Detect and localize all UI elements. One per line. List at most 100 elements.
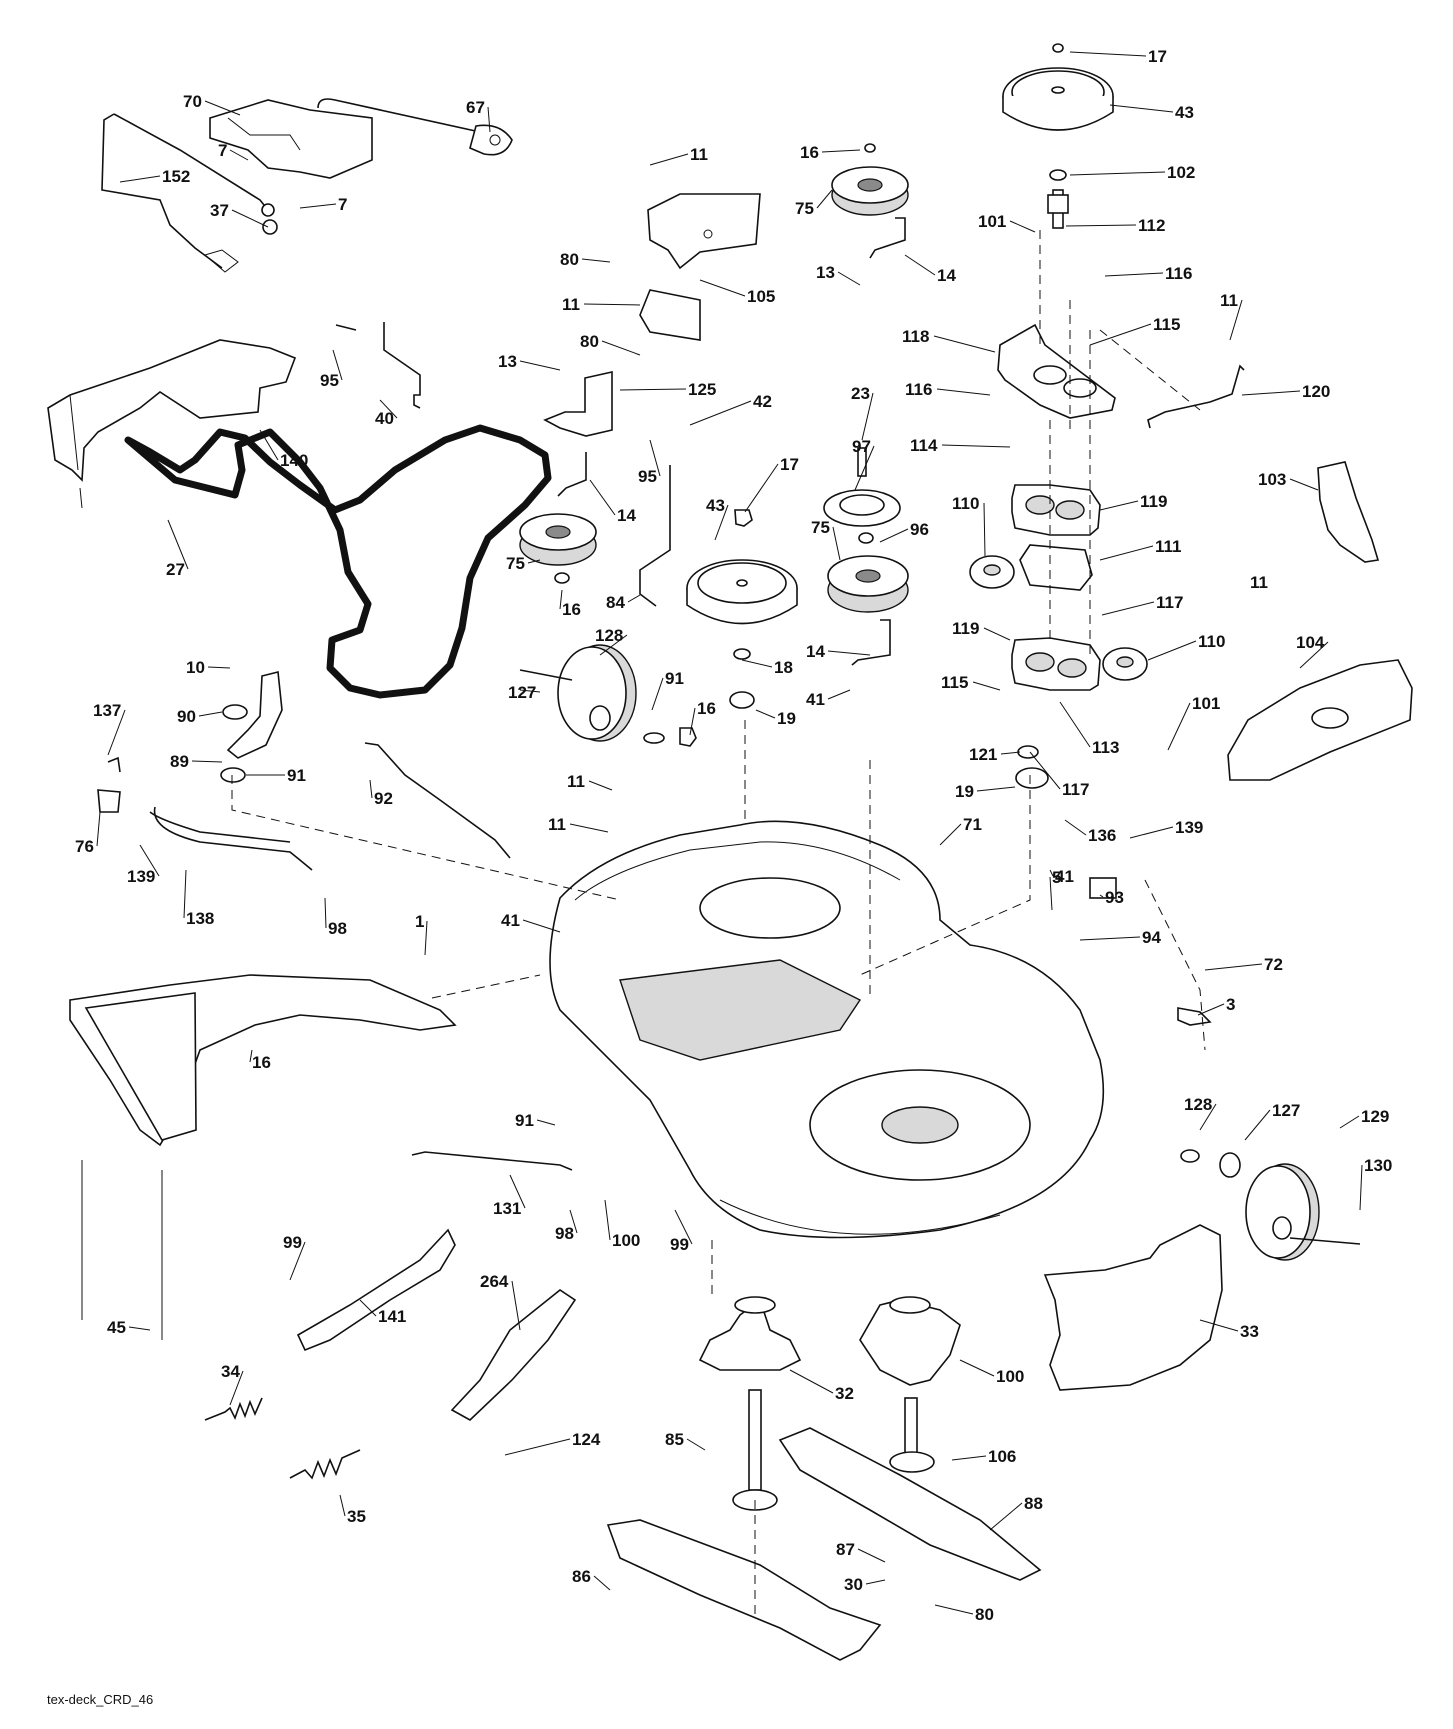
callout-number: 7 bbox=[218, 141, 227, 160]
callout-leader bbox=[96, 811, 101, 847]
callout-leader bbox=[1009, 220, 1036, 233]
arm-99-b bbox=[450, 1289, 577, 1421]
callout-112: 112 bbox=[1065, 216, 1165, 235]
callout-leader bbox=[1089, 323, 1152, 346]
callout-number: 128 bbox=[1184, 1095, 1212, 1114]
callout-11: 11 bbox=[1250, 573, 1268, 592]
callout-33: 33 bbox=[1199, 1319, 1259, 1341]
callout-141: 141 bbox=[359, 1299, 406, 1326]
callout-number: 86 bbox=[572, 1567, 591, 1586]
callout-number: 90 bbox=[177, 707, 196, 726]
callout-number: 87 bbox=[836, 1540, 855, 1559]
pulley-43-middle bbox=[686, 509, 798, 709]
callout-number: 138 bbox=[186, 909, 214, 928]
callout-number: 104 bbox=[1296, 633, 1325, 652]
callout-leader bbox=[204, 100, 241, 116]
callout-leader bbox=[755, 709, 776, 719]
callout-17: 17 bbox=[1069, 47, 1167, 66]
callout-number: 120 bbox=[1302, 382, 1330, 401]
callout-leader bbox=[128, 1326, 151, 1331]
callout-37: 37 bbox=[210, 201, 269, 228]
callout-number: 139 bbox=[127, 867, 155, 886]
callout-number: 116 bbox=[1165, 264, 1192, 283]
callout-number: 100 bbox=[996, 1367, 1024, 1386]
callout-leader bbox=[1099, 545, 1154, 561]
gear-110-right bbox=[1102, 647, 1148, 681]
callout-130: 130 bbox=[1359, 1156, 1392, 1211]
callout-138: 138 bbox=[183, 869, 214, 928]
callout-13: 13 bbox=[498, 352, 561, 371]
callout-number: 131 bbox=[493, 1199, 521, 1218]
callout-number: 110 bbox=[952, 494, 979, 513]
callout-number: 102 bbox=[1167, 163, 1195, 182]
callout-leader bbox=[527, 559, 541, 564]
callout-number: 111 bbox=[1155, 537, 1182, 556]
callout-number: 91 bbox=[665, 669, 684, 688]
callout-11: 11 bbox=[562, 295, 641, 314]
callout-number: 89 bbox=[170, 752, 189, 771]
washer-121 bbox=[1017, 745, 1039, 759]
callout-number: 137 bbox=[93, 701, 121, 720]
callout-75: 75 bbox=[506, 554, 541, 573]
callout-leader bbox=[1204, 963, 1263, 971]
callout-16: 16 bbox=[689, 699, 716, 736]
mower-deck bbox=[549, 820, 1105, 1239]
callout-number: 41 bbox=[806, 690, 825, 709]
callout-95: 95 bbox=[320, 349, 343, 390]
callout-number: 35 bbox=[347, 1507, 366, 1526]
callout-leader bbox=[1289, 478, 1319, 491]
callout-leader bbox=[649, 439, 661, 477]
callout-leader bbox=[832, 526, 841, 561]
callout-leader bbox=[1244, 1109, 1271, 1141]
callout-leader bbox=[424, 920, 428, 956]
arm-99-a bbox=[296, 1228, 456, 1352]
callout-leader bbox=[951, 1455, 987, 1461]
callout-116: 116 bbox=[905, 380, 991, 399]
callout-leader bbox=[689, 400, 752, 426]
callout-72: 72 bbox=[1204, 955, 1283, 974]
callout-number: 41 bbox=[1055, 867, 1074, 886]
callout-number: 76 bbox=[75, 837, 94, 856]
callout-number: 115 bbox=[1153, 315, 1180, 334]
callout-number: 14 bbox=[806, 642, 825, 661]
callout-7: 7 bbox=[299, 195, 347, 214]
callout-27: 27 bbox=[166, 519, 189, 579]
callout-number: 127 bbox=[1272, 1101, 1300, 1120]
callout-leader bbox=[589, 479, 616, 516]
callout-leader bbox=[379, 399, 398, 419]
callout-11: 11 bbox=[567, 772, 613, 791]
callout-number: 11 bbox=[548, 815, 566, 834]
callout-leader bbox=[989, 1502, 1023, 1531]
callout-leader bbox=[519, 360, 561, 371]
callout-number: 11 bbox=[1250, 573, 1268, 592]
cover-103 bbox=[1317, 461, 1380, 563]
callout-number: 99 bbox=[283, 1233, 302, 1252]
callout-number: 14 bbox=[937, 266, 956, 285]
callout-leader bbox=[522, 919, 561, 933]
callout-95: 95 bbox=[638, 439, 661, 486]
rod-129 bbox=[411, 1151, 573, 1171]
callout-number: 91 bbox=[515, 1111, 534, 1130]
callout-89: 89 bbox=[170, 752, 223, 771]
callout-91: 91 bbox=[651, 669, 684, 711]
callout-94: 94 bbox=[1079, 928, 1161, 947]
callout-number: 23 bbox=[851, 384, 870, 403]
callout-leader bbox=[299, 203, 337, 209]
callout-leader bbox=[519, 689, 541, 693]
callout-106: 106 bbox=[951, 1447, 1016, 1466]
callout-leader bbox=[588, 780, 613, 791]
callout-98: 98 bbox=[324, 897, 347, 938]
callout-leader bbox=[879, 528, 909, 543]
callout-leader bbox=[1064, 819, 1087, 836]
callout-leader bbox=[816, 189, 833, 209]
callout-number: 80 bbox=[560, 250, 579, 269]
callout-100: 100 bbox=[959, 1359, 1024, 1386]
callout-leader bbox=[741, 659, 773, 668]
callout-number: 10 bbox=[186, 658, 205, 677]
callout-101: 101 bbox=[978, 212, 1036, 233]
callout-leader bbox=[1049, 876, 1053, 911]
callout-124: 124 bbox=[504, 1430, 601, 1456]
callout-leader bbox=[139, 844, 160, 877]
belt-guard-left bbox=[47, 339, 297, 509]
callout-128: 128 bbox=[1184, 1095, 1217, 1131]
